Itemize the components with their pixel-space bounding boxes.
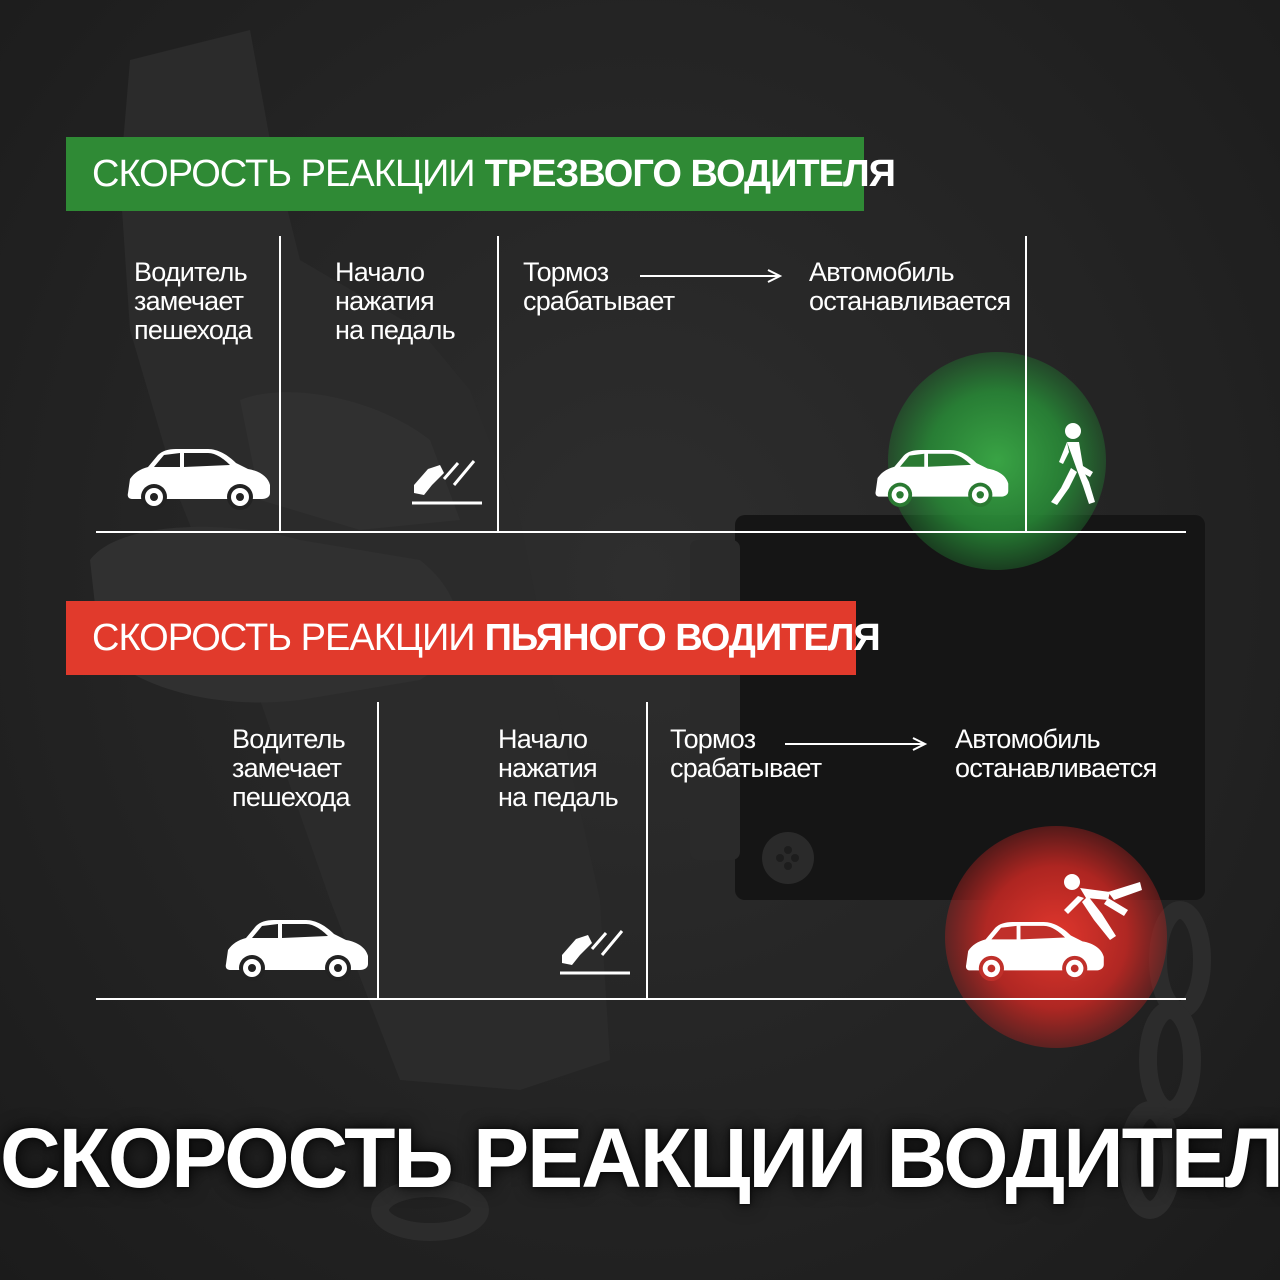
sober-arrow xyxy=(640,269,783,283)
sober-baseline xyxy=(96,531,1186,533)
drunk-divider-1 xyxy=(377,702,379,999)
drunk-baseline xyxy=(96,998,1186,1000)
sober-step-stop: Автомобиль останавливается xyxy=(809,257,1011,316)
pedal-icon xyxy=(412,460,482,505)
drunk-arrow xyxy=(785,737,928,751)
car-icon xyxy=(875,450,1009,507)
car-icon xyxy=(127,449,270,510)
sober-divider-1 xyxy=(279,236,281,531)
pedal-icon xyxy=(560,930,630,975)
main-title: СКОРОСТЬ РЕАКЦИИ ВОДИТЕЛЕЙ xyxy=(0,1111,1280,1205)
sober-divider-3 xyxy=(1025,236,1027,531)
sober-step-notice: Водитель замечает пешехода xyxy=(134,257,253,345)
drunk-banner-normal: СКОРОСТЬ РЕАКЦИИ xyxy=(92,616,476,659)
pedestrian-hit-icon xyxy=(1064,874,1142,940)
sober-step-pedal: Начало нажатия на педаль xyxy=(335,257,456,345)
drunk-banner-bold: ПЬЯНОГО ВОДИТЕЛЯ xyxy=(484,616,881,659)
car-icon xyxy=(965,921,1104,982)
sober-banner: СКОРОСТЬ РЕАКЦИИ ТРЕЗВОГО ВОДИТЕЛЯ xyxy=(66,137,896,211)
sober-banner-bold: ТРЕЗВОГО ВОДИТЕЛЯ xyxy=(484,152,896,195)
drunk-step-brake: Тормоз срабатывает xyxy=(670,724,822,783)
pedestrian-walking-icon xyxy=(1051,423,1095,505)
car-icon xyxy=(225,920,368,981)
drunk-divider-2 xyxy=(646,702,648,999)
sober-step-brake: Тормоз срабатывает xyxy=(523,257,675,316)
sober-divider-2 xyxy=(497,236,499,531)
sober-banner-normal: СКОРОСТЬ РЕАКЦИИ xyxy=(92,152,476,195)
drunk-banner: СКОРОСТЬ РЕАКЦИИ ПЬЯНОГО ВОДИТЕЛЯ xyxy=(66,601,881,675)
drunk-step-notice: Водитель замечает пешехода xyxy=(232,724,351,812)
drunk-step-stop: Автомобиль останавливается xyxy=(955,724,1157,783)
drunk-step-pedal: Начало нажатия на педаль xyxy=(498,724,619,812)
